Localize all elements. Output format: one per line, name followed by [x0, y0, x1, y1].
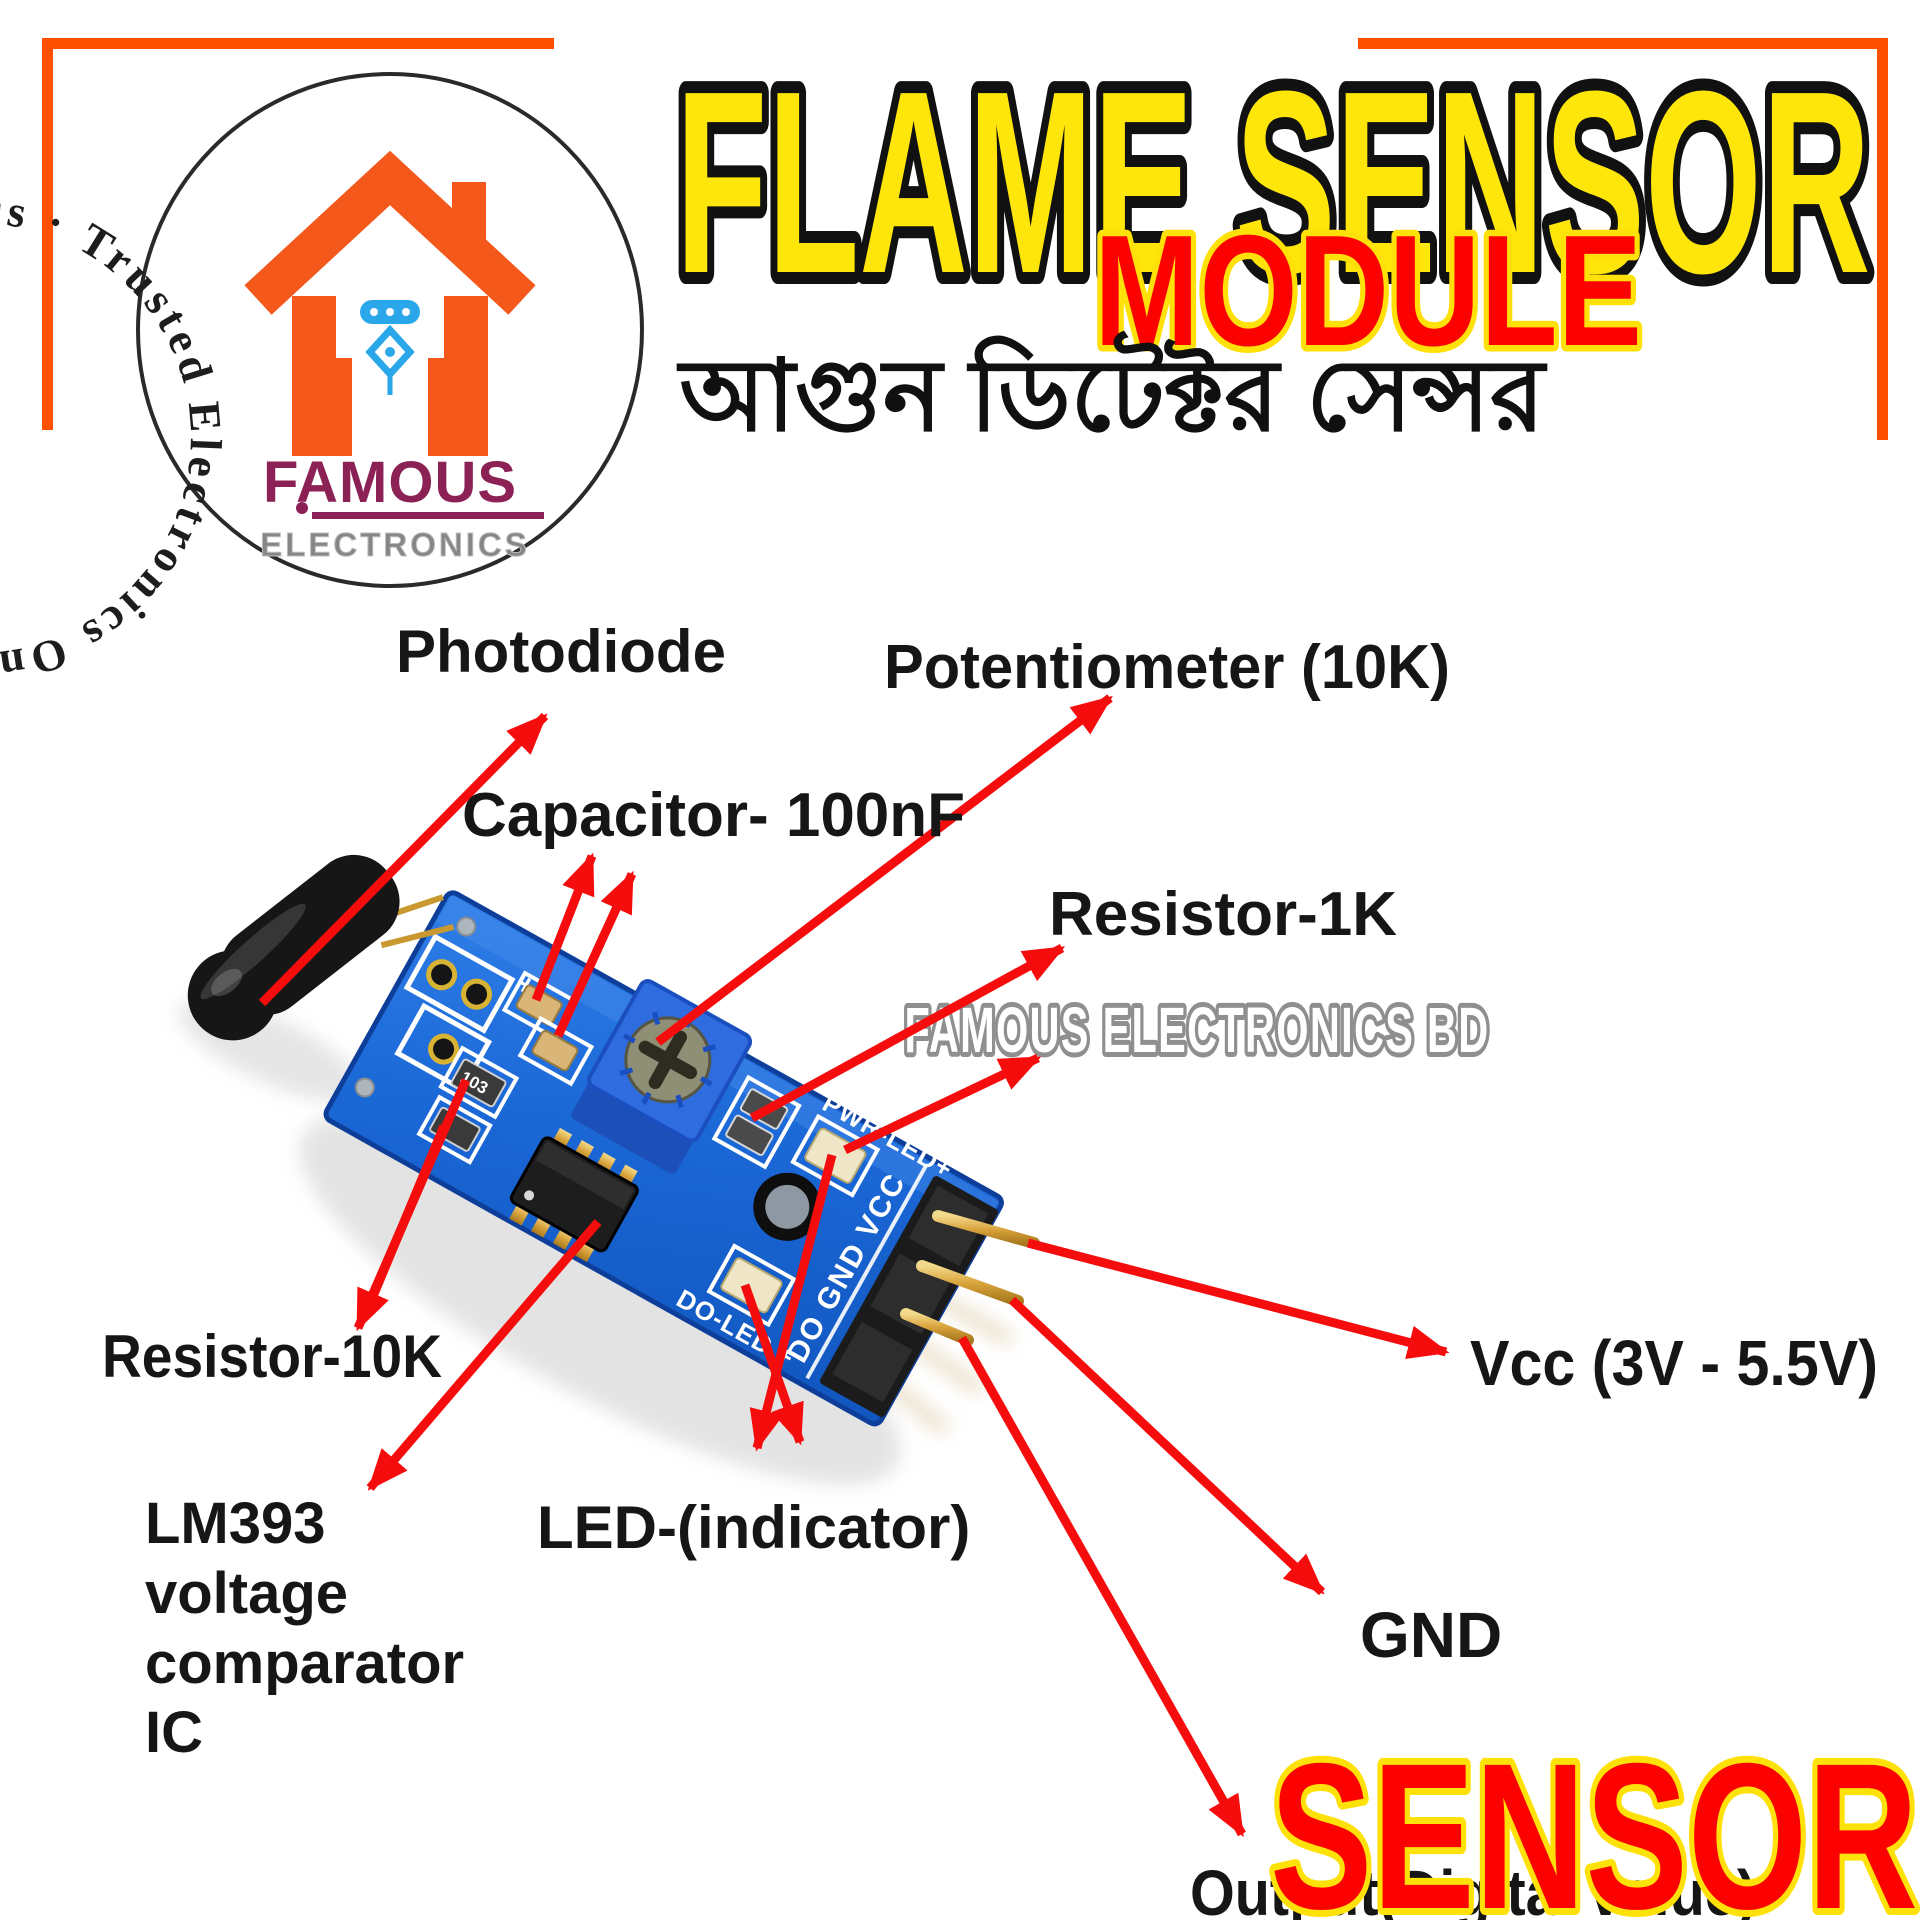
arrow-vcc [1026, 1238, 1450, 1360]
arrow-resistor1k-2 [843, 1053, 1042, 1155]
potentiometer-trimmer [571, 979, 753, 1174]
label-lm393-line2: voltage [145, 1561, 348, 1626]
label-lm393-line4: IC [145, 1700, 203, 1765]
label-capacitor: Capacitor- 100nF [462, 781, 965, 850]
label-output: Output(Digital value) [1190, 1857, 1756, 1920]
corner-bracket-top-right [1358, 38, 1888, 440]
header-pins [900, 1210, 1040, 1346]
capacitor-100nf [501, 970, 595, 1087]
arrow-potentiometer [655, 694, 1113, 1046]
arrow-lm393 [366, 1219, 602, 1491]
label-resistor-1k: Resistor-1K [1049, 880, 1397, 949]
arrow-output [958, 1335, 1246, 1838]
label-potentiometer: Potentiometer (10K) [884, 633, 1450, 702]
label-vcc: Vcc (3V - 5.5V) [1470, 1327, 1878, 1399]
label-lm393-line1: LM393 [145, 1491, 326, 1556]
arrow-resistor10k-2 [359, 1124, 449, 1320]
arrow-capacitor-1 [531, 852, 597, 1002]
resistor-10k-smd: 103 [416, 1045, 520, 1165]
arrow-resistor1k-1 [749, 944, 1066, 1122]
arrow-led-1 [749, 1153, 837, 1452]
label-led-indicator: LED-(indicator) [537, 1494, 970, 1561]
label-gnd: GND [1360, 1599, 1502, 1671]
module-title: MODULE [1094, 203, 1642, 379]
via-hole [456, 916, 477, 937]
arrow-capacitor-2 [553, 870, 637, 1038]
photodiode-component [187, 854, 455, 1041]
arrow-led-2 [740, 1283, 805, 1446]
watermark-text: FAMOUS ELECTRONICS BD [905, 994, 1490, 1066]
arrow-gnd [1008, 1296, 1326, 1596]
bottom-sensor-title: SENSOR [1270, 1721, 1918, 1920]
board-shadow [299, 1115, 901, 1485]
via-hole [354, 1077, 375, 1098]
corner-bracket-top-left [42, 38, 554, 430]
do-led [706, 1243, 797, 1328]
label-lm393-line3: comparator [145, 1631, 464, 1696]
label-photodiode: Photodiode [396, 618, 726, 685]
main-title: FLAME SENSOR [676, 38, 1871, 328]
arrow-photodiode [258, 712, 549, 1007]
house-icon [244, 150, 536, 456]
logo-brand-subtext: ELECTRONICS [260, 526, 530, 563]
shop-logo: Electronics Online Shop · Famous Electro… [0, 72, 644, 693]
label-lm393-block: LM393 voltage comparator IC [145, 1491, 464, 1765]
annotation-arrows [258, 694, 1450, 1838]
lm393-ic [509, 1127, 639, 1263]
bengali-subtitle: আগুন ডিটেক্টর সেন্সর [677, 331, 1548, 452]
label-resistor-10k: Resistor-10K [102, 1323, 442, 1390]
